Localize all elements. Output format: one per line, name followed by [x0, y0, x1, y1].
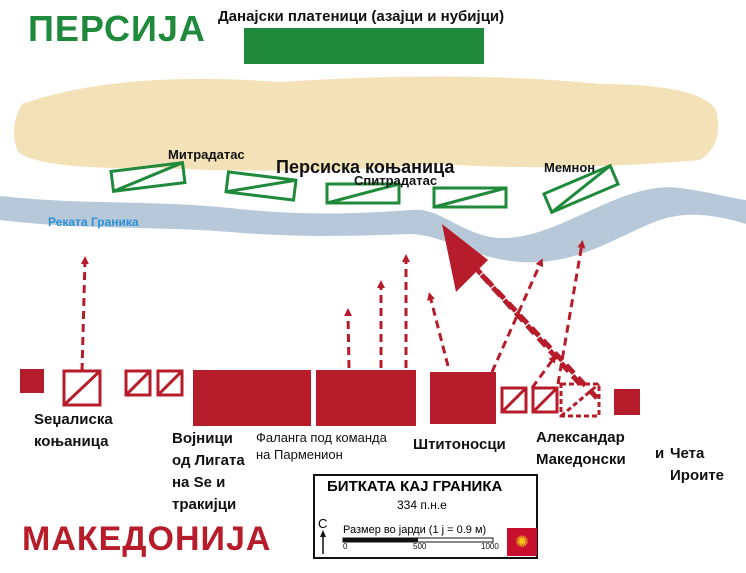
scale-tick-0: 0 — [343, 542, 348, 551]
persia-title: ПЕРСИЈА — [28, 8, 206, 49]
mithridates-label: Митрадатас — [168, 147, 245, 162]
phalanx-label: Фаланга под команда на Парменион — [256, 430, 387, 462]
persian-mercenaries — [244, 28, 484, 64]
companions-label: Чета Ироите — [670, 445, 725, 484]
mercenaries-label: Данајски платеници (азајци и нубијци) — [218, 8, 505, 25]
macedonian-flag-icon: ✺ — [507, 528, 537, 556]
macedonian-units — [20, 369, 640, 426]
macedonia-title: МАКЕДОНИЈА — [22, 520, 272, 558]
north-arrow-label: С — [318, 516, 328, 531]
legend-title: БИТКАТА КАЈ ГРАНИКА — [327, 478, 503, 495]
alexander-label: Александар Македонски — [536, 429, 626, 468]
persian-cavalry-units — [109, 161, 621, 215]
legend-scale-label: Размер во јарди (1 ј = 0.9 м) — [343, 524, 487, 536]
thessalian-cavalry-label: Ѕеџалиска коњаница — [34, 411, 113, 450]
memnon-label: Мемнон — [544, 160, 596, 175]
spithridates-label: Спитрадатас — [354, 173, 438, 188]
sandy-bank — [13, 76, 719, 171]
hypaspists-label: Штитоносци — [413, 436, 506, 453]
persian-cavalry-label: Персиска коњаница — [276, 157, 455, 177]
scale-tick-1000: 1000 — [481, 542, 499, 551]
and-label: и — [655, 445, 665, 462]
scale-tick-500: 500 — [413, 542, 427, 551]
main-attack-arrow — [442, 224, 599, 400]
map-legend: БИТКАТА КАЈ ГРАНИКА 334 п.н.е С Размер в… — [313, 474, 538, 559]
allied-infantry-label: Војници од Лигата на Ѕе и тракијци — [172, 430, 245, 513]
legend-graphics — [320, 530, 494, 554]
river-label: Реката Граника — [48, 215, 139, 229]
granicus-river — [0, 187, 746, 263]
attack-arrows — [80, 240, 586, 389]
legend-year: 334 п.н.е — [397, 498, 447, 512]
